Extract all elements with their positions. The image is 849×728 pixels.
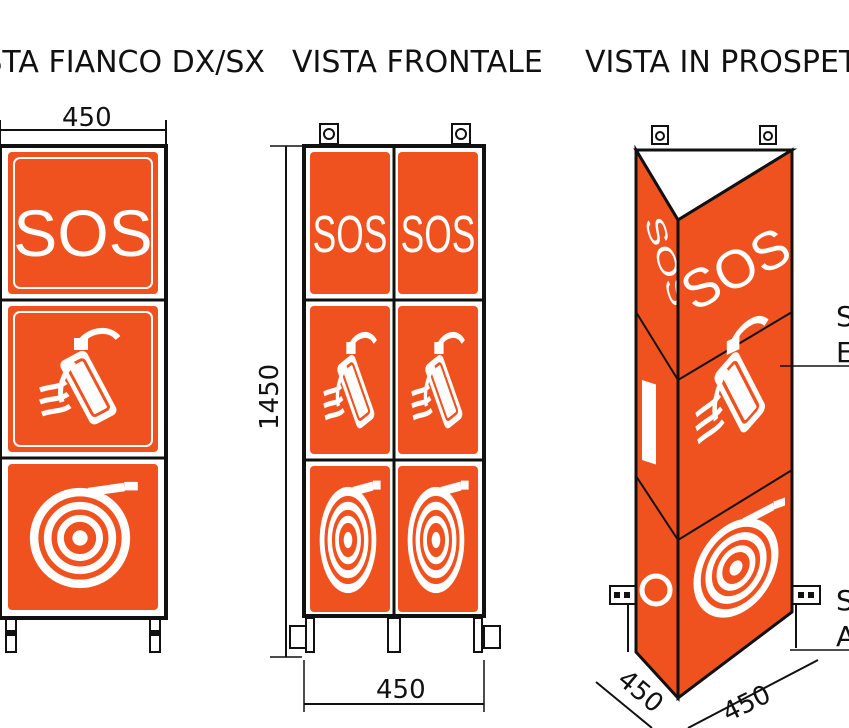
lifting-eye-icon — [651, 125, 669, 145]
front-view: 1450 SOS SOS 450 — [255, 123, 501, 712]
front-view-title: VISTA FRONTALE — [292, 45, 543, 80]
front-sos-sign-right — [398, 152, 478, 294]
perspective-view: SOS SOS 450 450 — [595, 125, 849, 728]
side-hose-sign — [8, 464, 158, 610]
side-sos-sign: SOS — [8, 152, 158, 294]
fire-extinguisher-icon — [642, 379, 656, 465]
perspective-depth-dimension-line — [595, 681, 653, 728]
side-view-title: VISTA FIANCO DX/SX — [0, 45, 265, 80]
front-sos-text-left: SOS — [313, 206, 388, 263]
lifting-eye-icon — [451, 123, 471, 145]
side-extinguisher-sign — [8, 306, 158, 452]
side-sos-text: SOS — [13, 196, 152, 270]
fire-hose-icon — [639, 573, 673, 607]
side-frame — [0, 144, 168, 620]
callout-upper-line1: S — [836, 300, 849, 333]
lifting-eye-icon — [759, 125, 777, 145]
callout-upper-line2: E — [836, 336, 849, 369]
front-height-label: 1450 — [255, 364, 285, 430]
perspective-width-dimension-line — [687, 659, 819, 728]
callout-lower-line1: S — [836, 584, 849, 617]
front-sos-sign-left — [310, 152, 390, 294]
side-view: 450 SOS — [0, 103, 168, 653]
side-width-label: 450 — [62, 103, 112, 133]
front-sos-text-right: SOS — [401, 206, 476, 263]
front-width-label: 450 — [376, 675, 426, 705]
callout-lower-line2: A — [836, 620, 849, 653]
lifting-eye-icon — [319, 123, 339, 145]
perspective-view-title: VISTA IN PROSPETTO — [585, 45, 849, 80]
